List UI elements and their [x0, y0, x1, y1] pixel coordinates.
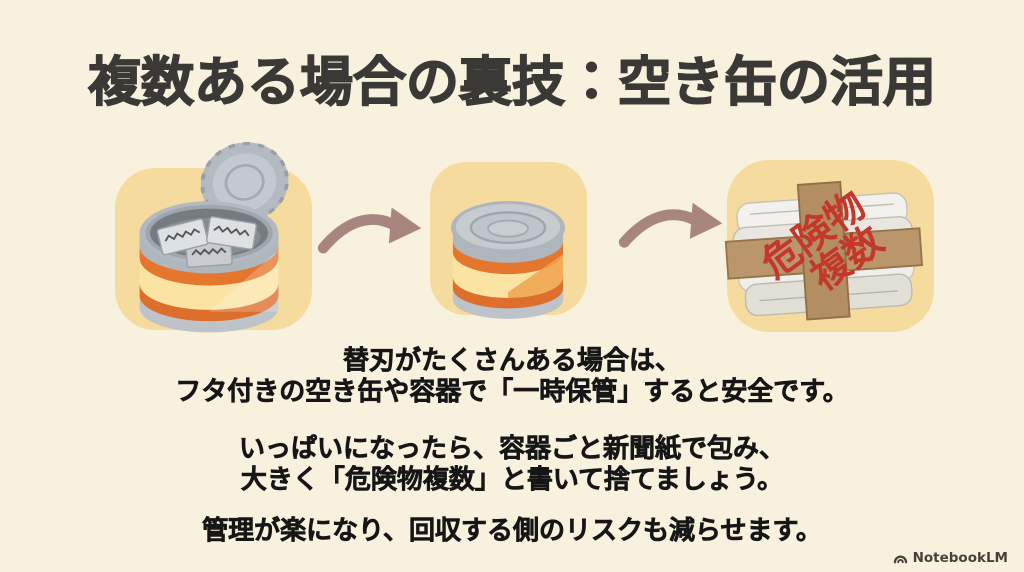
paragraph-1-line-2: フタ付きの空き缶や容器で「一時保管」すると安全です。 [175, 377, 849, 408]
closed-can-illustration [451, 201, 565, 319]
arrow-right-icon [317, 207, 422, 254]
tape-vertical [796, 180, 851, 321]
paragraph-3-line-1: 管理が楽になり、回収する側のリスクも減らせます。 [202, 516, 822, 547]
page-title: 複数ある場合の裏技：空き缶の活用 [87, 51, 936, 113]
open-can-with-blades-illustration [139, 141, 289, 333]
arrow-right-icon [618, 202, 723, 248]
watermark-label: NotebookLM [912, 550, 1008, 566]
paragraph-1-line-1: 替刃がたくさんある場合は、 [342, 346, 682, 377]
razor-blade-icon [205, 216, 258, 250]
newspaper-bundle-illustration: 危険物 複数 [724, 180, 924, 321]
razor-blade-icon [156, 218, 209, 256]
notebooklm-logo-icon [893, 555, 907, 563]
paragraph-2-line-2: 大きく「危険物複数」と書いて捨てましょう。 [240, 465, 784, 496]
watermark: NotebookLM [893, 550, 1008, 566]
body-text: 替刃がたくさんある場合は、 フタ付きの空き缶や容器で「一時保管」すると安全です。… [0, 346, 1024, 547]
paragraph-2-line-1: いっぱいになったら、容器ごと新聞紙で包み、 [238, 434, 786, 465]
